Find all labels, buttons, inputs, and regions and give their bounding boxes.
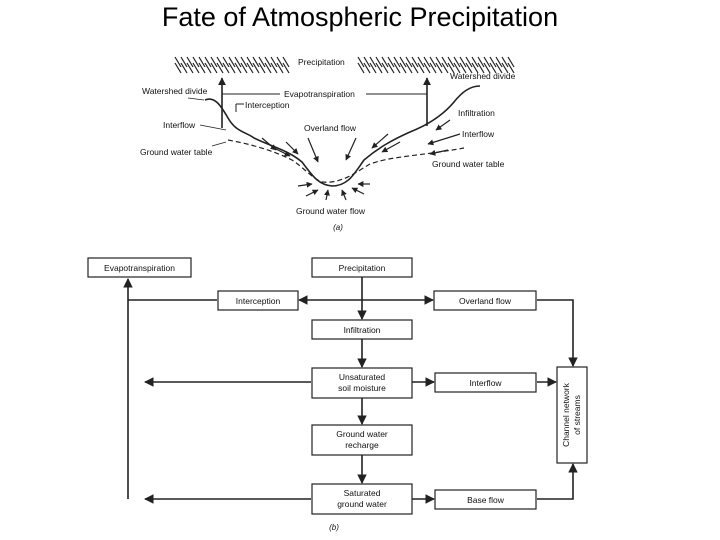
box-saturated-line1: Saturated xyxy=(344,488,381,498)
label-interflow-left: Interflow xyxy=(163,120,196,130)
box-overland-flow xyxy=(433,290,537,311)
box-saturated-line2: ground water xyxy=(337,499,387,509)
label-interflow-right: Interflow xyxy=(462,129,495,139)
box-infiltration xyxy=(311,319,413,340)
box-channel-line2: of streams xyxy=(572,395,582,435)
label-evapotranspiration: Evapotranspiration xyxy=(284,89,355,99)
box-ground-water-recharge xyxy=(311,424,413,456)
box-infiltration-label: Infiltration xyxy=(344,325,381,335)
flow-arrows xyxy=(261,119,461,201)
box-base-flow-label: Base flow xyxy=(467,495,505,505)
flowchart: Evapotranspiration Precipitation Interce… xyxy=(87,257,588,532)
box-base-flow xyxy=(434,489,537,510)
label-watershed-divide-left: Watershed divide xyxy=(142,86,208,96)
box-precipitation-label: Precipitation xyxy=(339,263,386,273)
box-gw-recharge-line1: Ground water xyxy=(336,429,388,439)
box-channel-line1: Channel network xyxy=(561,382,571,447)
cross-section: Precipitation Evapotranspiration Interce… xyxy=(140,56,516,232)
rain-symbol-left xyxy=(174,56,290,74)
box-unsaturated-line2: soil moisture xyxy=(338,383,386,393)
box-saturated-ground-water xyxy=(311,483,413,515)
box-precipitation xyxy=(311,257,413,278)
box-channel-network xyxy=(556,366,588,464)
ground-water-table-line xyxy=(227,139,465,183)
box-interception xyxy=(217,290,299,311)
label-watershed-divide-right: Watershed divide xyxy=(450,71,516,81)
label-ground-water-table-left: Ground water table xyxy=(140,147,213,157)
box-evapotranspiration-label: Evapotranspiration xyxy=(104,263,175,273)
label-overland-flow: Overland flow xyxy=(304,123,357,133)
label-precipitation: Precipitation xyxy=(298,57,345,67)
box-gw-recharge-line2: recharge xyxy=(345,440,379,450)
box-interflow xyxy=(434,372,537,393)
box-unsaturated-soil-moisture xyxy=(311,367,413,399)
label-ground-water-table-right: Ground water table xyxy=(432,159,505,169)
label-interception: Interception xyxy=(245,100,290,110)
label-ground-water-flow: Ground water flow xyxy=(296,206,366,216)
caption-b: (b) xyxy=(329,523,339,532)
box-interflow-label: Interflow xyxy=(469,378,502,388)
box-evapotranspiration xyxy=(87,257,192,278)
label-infiltration: Infiltration xyxy=(458,108,495,118)
caption-a: (a) xyxy=(333,223,343,232)
box-unsaturated-line1: Unsaturated xyxy=(339,372,386,382)
box-overland-flow-label: Overland flow xyxy=(459,296,512,306)
box-interception-label: Interception xyxy=(236,296,281,306)
rain-symbol-right xyxy=(357,56,515,74)
slide-title: Fate of Atmospheric Precipitation xyxy=(161,2,559,32)
ground-surface-line xyxy=(204,85,481,187)
